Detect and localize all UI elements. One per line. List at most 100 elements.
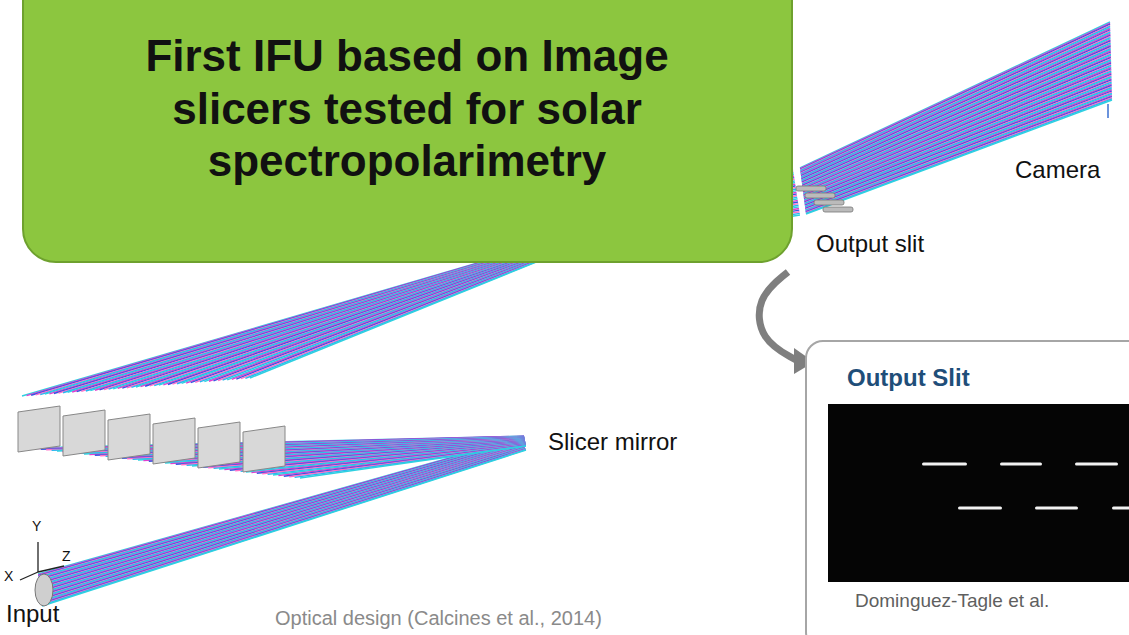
mirror-plate bbox=[63, 410, 105, 456]
light-ray bbox=[805, 92, 1111, 209]
light-ray bbox=[805, 88, 1112, 207]
light-ray bbox=[802, 53, 1110, 186]
light-ray bbox=[805, 87, 1112, 206]
slit-image bbox=[1000, 463, 1042, 466]
slit-image bbox=[958, 507, 1002, 510]
light-ray bbox=[806, 97, 1112, 212]
light-ray bbox=[805, 93, 1111, 210]
light-ray bbox=[803, 57, 1111, 189]
slit-image bbox=[922, 463, 967, 466]
output-tube bbox=[814, 200, 844, 205]
light-ray bbox=[68, 242, 558, 392]
light-ray bbox=[802, 52, 1110, 186]
light-ray bbox=[95, 243, 559, 390]
light-ray bbox=[209, 248, 564, 381]
light-ray bbox=[131, 245, 560, 388]
output-tube bbox=[823, 207, 853, 212]
light-ray bbox=[159, 246, 562, 385]
light-ray bbox=[40, 241, 557, 395]
image-credit: Dominguez-Tagle et al. bbox=[855, 590, 1049, 612]
slit-image bbox=[1112, 507, 1129, 510]
light-ray bbox=[49, 241, 557, 394]
light-ray bbox=[77, 242, 559, 391]
camera-marker bbox=[1107, 104, 1109, 118]
light-ray bbox=[284, 445, 526, 476]
light-ray bbox=[163, 246, 562, 385]
light-ray bbox=[154, 246, 562, 386]
light-ray bbox=[186, 247, 563, 383]
light-ray bbox=[232, 249, 565, 379]
light-ray bbox=[805, 84, 1112, 204]
light-ray bbox=[245, 250, 565, 379]
slit-mirror-array bbox=[18, 406, 285, 472]
callout-arrow bbox=[759, 272, 796, 360]
light-ray bbox=[27, 240, 557, 395]
light-ray bbox=[214, 248, 565, 380]
light-ray bbox=[273, 445, 526, 475]
light-ray bbox=[804, 74, 1111, 199]
slit-image bbox=[1075, 463, 1118, 466]
light-ray bbox=[803, 65, 1111, 193]
axis-line bbox=[20, 572, 38, 580]
light-ray bbox=[250, 250, 566, 378]
light-ray bbox=[803, 64, 1111, 193]
light-ray bbox=[262, 445, 526, 474]
light-ray bbox=[54, 241, 557, 393]
light-ray bbox=[805, 83, 1112, 204]
part-label: Output slit bbox=[816, 230, 924, 259]
light-ray bbox=[200, 248, 564, 382]
light-ray bbox=[805, 86, 1112, 206]
light-ray bbox=[90, 243, 559, 391]
mirror-plate bbox=[18, 406, 60, 452]
light-ray bbox=[58, 242, 557, 394]
slit-image bbox=[1035, 507, 1078, 510]
light-ray bbox=[122, 244, 560, 388]
light-ray bbox=[182, 247, 563, 383]
axis-triad bbox=[20, 542, 64, 580]
light-ray bbox=[300, 446, 526, 478]
light-ray bbox=[268, 445, 526, 475]
light-ray bbox=[804, 78, 1111, 201]
photo-ground bbox=[828, 404, 1129, 582]
light-ray bbox=[72, 242, 558, 392]
light-ray bbox=[803, 59, 1111, 190]
light-ray bbox=[150, 246, 562, 386]
light-ray bbox=[86, 243, 559, 391]
source-note: Optical design (Calcines et al., 2014) bbox=[275, 606, 602, 630]
light-ray bbox=[22, 240, 556, 396]
light-ray bbox=[118, 244, 560, 388]
output-tube bbox=[796, 186, 826, 191]
light-ray bbox=[805, 82, 1112, 203]
light-ray bbox=[806, 98, 1112, 213]
light-ray bbox=[295, 446, 526, 478]
mirror-plate bbox=[198, 422, 240, 468]
light-ray bbox=[127, 245, 561, 388]
axis-label: X bbox=[4, 568, 13, 585]
light-ray bbox=[802, 54, 1110, 187]
light-ray bbox=[803, 60, 1111, 190]
light-ray bbox=[168, 246, 562, 384]
light-ray bbox=[141, 245, 562, 386]
light-ray bbox=[804, 72, 1111, 197]
part-label: Camera bbox=[1015, 156, 1100, 185]
light-ray bbox=[63, 242, 558, 393]
mirror-plate bbox=[153, 418, 195, 464]
light-ray bbox=[278, 445, 525, 475]
light-ray bbox=[806, 100, 1112, 214]
light-ray bbox=[805, 90, 1112, 208]
light-ray bbox=[191, 247, 564, 382]
light-ray bbox=[36, 241, 557, 395]
light-ray bbox=[145, 245, 561, 386]
output-tube bbox=[805, 193, 835, 198]
light-ray bbox=[45, 241, 557, 394]
part-label: Slicer mirror bbox=[548, 428, 677, 457]
light-ray bbox=[81, 243, 558, 392]
light-ray bbox=[804, 70, 1112, 196]
output-tubes bbox=[796, 186, 853, 212]
light-ray bbox=[804, 68, 1112, 195]
light-ray bbox=[204, 248, 564, 382]
light-ray bbox=[227, 249, 565, 380]
light-ray bbox=[805, 81, 1112, 203]
light-ray bbox=[804, 80, 1111, 202]
light-ray bbox=[804, 79, 1111, 202]
